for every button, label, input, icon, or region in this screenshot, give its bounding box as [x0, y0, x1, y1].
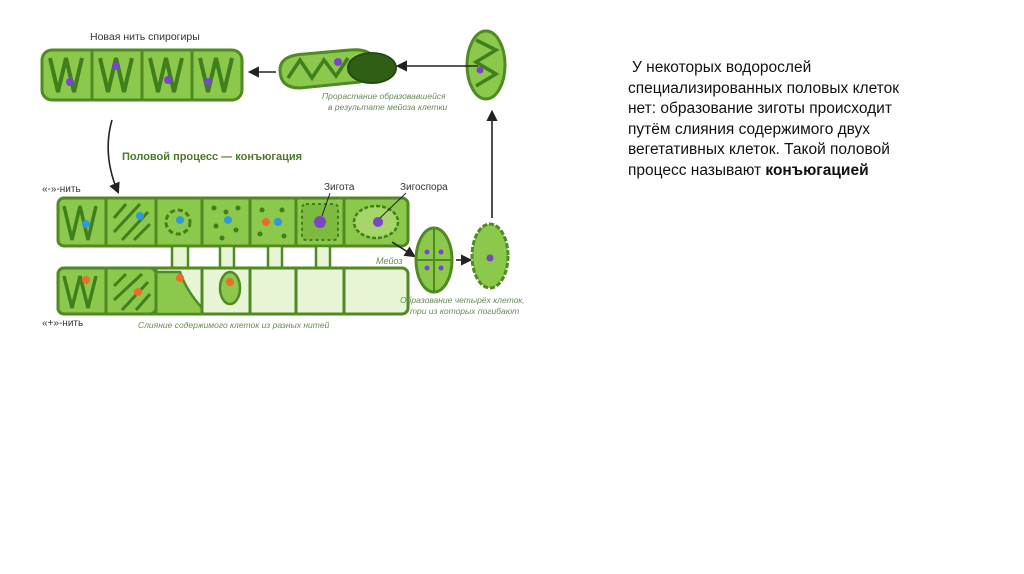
label-germination-1: Прорастание образовавшейся [322, 91, 446, 101]
germling-oval-cell [465, 29, 507, 101]
plus-filament [56, 266, 410, 316]
spirogyra-conjugation-diagram: Новая нить спирогиры Прорастание образов… [40, 29, 525, 330]
label-zygote: Зигота [324, 182, 355, 193]
text-line-1: У некоторых водорослей [632, 59, 812, 76]
arrow-meiosis [391, 241, 416, 258]
text-line-6-pre: процесс называют [628, 161, 766, 179]
label-new-filament: Новая нить спирогиры [90, 31, 200, 43]
text-line-5: вегетативных клеток. Такой половой [628, 141, 890, 158]
label-four-cells-2: три из которых погибают [410, 306, 519, 316]
germinating-cell [278, 48, 397, 90]
minus-filament [56, 196, 410, 248]
label-sexual-process: Половой процесс — конъюгация [122, 151, 302, 163]
text-line-6: процесс называют конъюгацией [628, 161, 968, 182]
label-zygospore: Зигоспора [400, 182, 448, 193]
label-four-cells-1: Образование четырёх клеток, [400, 295, 525, 305]
new-filament [40, 48, 244, 102]
label-fusion: Слияние содержимого клеток из разных нит… [138, 320, 330, 330]
text-line-2: специализированных половых клеток [628, 79, 900, 97]
text-line-3: нет: образование зиготы происходит [628, 100, 892, 117]
text-line-4: путём слияния содержимого двух [628, 120, 871, 138]
description-text: У некоторых водорослей специализированны… [628, 58, 968, 181]
conjugation-tubes [170, 244, 332, 274]
four-cells [414, 226, 454, 294]
pointer-zygospore [379, 192, 407, 219]
label-minus-filament: «-»-нить [42, 184, 81, 195]
label-meiosis: Мейоз [376, 256, 403, 266]
arrow-to-conjugation [107, 119, 120, 195]
label-plus-filament: «+»-нить [42, 318, 83, 329]
pointer-zygote [321, 192, 331, 217]
term-conjugation: конъюгацией [765, 161, 869, 179]
surviving-cell [470, 222, 510, 290]
label-germination-2: в результате мейоза клетки [328, 102, 448, 112]
